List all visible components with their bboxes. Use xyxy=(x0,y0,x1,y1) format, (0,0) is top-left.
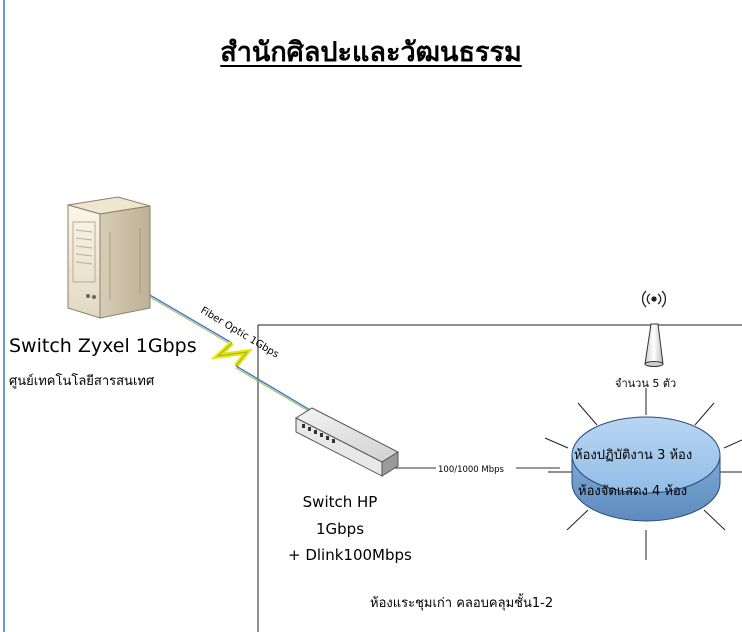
switch-icon xyxy=(294,407,400,477)
fiber-optic-link xyxy=(147,293,311,413)
frame-border xyxy=(3,0,5,632)
lan-label-bg xyxy=(436,462,516,474)
server-icon xyxy=(67,196,151,319)
area-outline xyxy=(257,324,742,632)
lan-link-label: 100/1000 Mbps xyxy=(438,465,505,475)
switch-line2: 1Gbps xyxy=(315,520,365,538)
hub-line2: ห้องจัดแสดง 4 ห้อง xyxy=(578,484,688,499)
server-name: Switch Zyxel 1Gbps xyxy=(9,335,197,357)
access-point-icon xyxy=(644,323,664,367)
area-label: ห้องแระชุมเก่า คลอบคลุมชั้น1-2 xyxy=(370,596,554,611)
server-location: ศูนย์เทคโนโลยีสารสนเทศ xyxy=(9,374,155,389)
switch-line1: Switch HP xyxy=(302,493,378,511)
switch-line3: + Dlink100Mbps xyxy=(288,546,412,564)
access-point-count: จำนวน 5 ตัว xyxy=(615,377,677,390)
page-title: สำนักศิลปะและวัฒนธรรม xyxy=(220,37,522,68)
wifi-signal-icon xyxy=(641,290,667,308)
hub-icon xyxy=(544,388,742,560)
hub-line1: ห้องปฏิบัติงาน 3 ห้อง xyxy=(574,448,693,463)
